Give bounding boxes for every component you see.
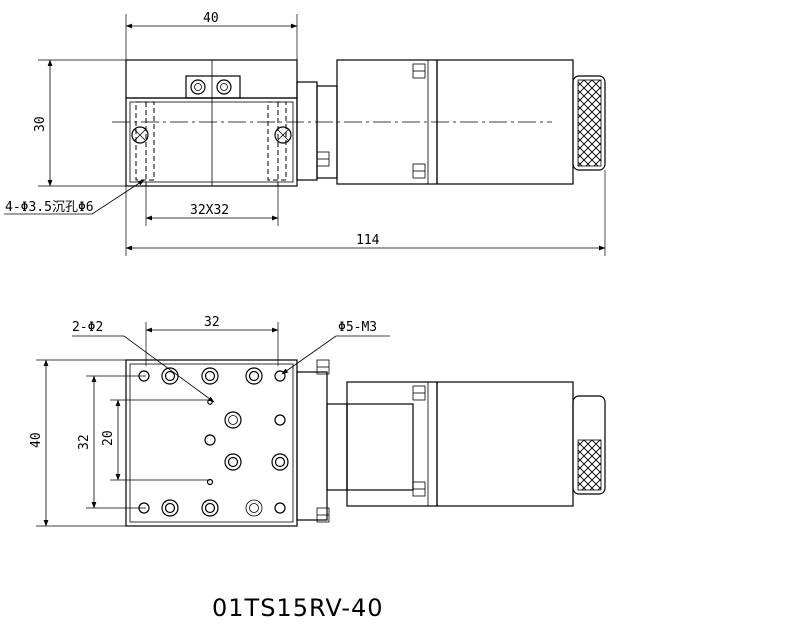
dim-bottom-pin-holes: 2-Φ2 (72, 320, 103, 335)
dim-bottom-pitch: 32 (204, 315, 220, 330)
front-view: 40 30 (4, 11, 606, 256)
dim-bottom-height-outer: 40 (29, 432, 44, 448)
dim-top-height: 30 (33, 116, 48, 132)
dim-top-width: 40 (203, 11, 219, 26)
dim-bottom-height-mid: 32 (77, 434, 92, 450)
dim-overall-length: 114 (356, 233, 380, 248)
dim-bottom-thread: Φ5-M3 (338, 320, 377, 335)
dim-top-pitch: 32X32 (190, 203, 229, 218)
hole-pattern (138, 367, 289, 517)
dim-bottom-height-inner: 20 (101, 430, 116, 446)
model-label: 01TS15RV-40 (212, 594, 384, 622)
dim-top-holes: 4-Φ3.5沉孔Φ6 (5, 200, 94, 215)
top-view: 32 2-Φ2 Φ5-M3 40 32 20 (29, 315, 606, 527)
